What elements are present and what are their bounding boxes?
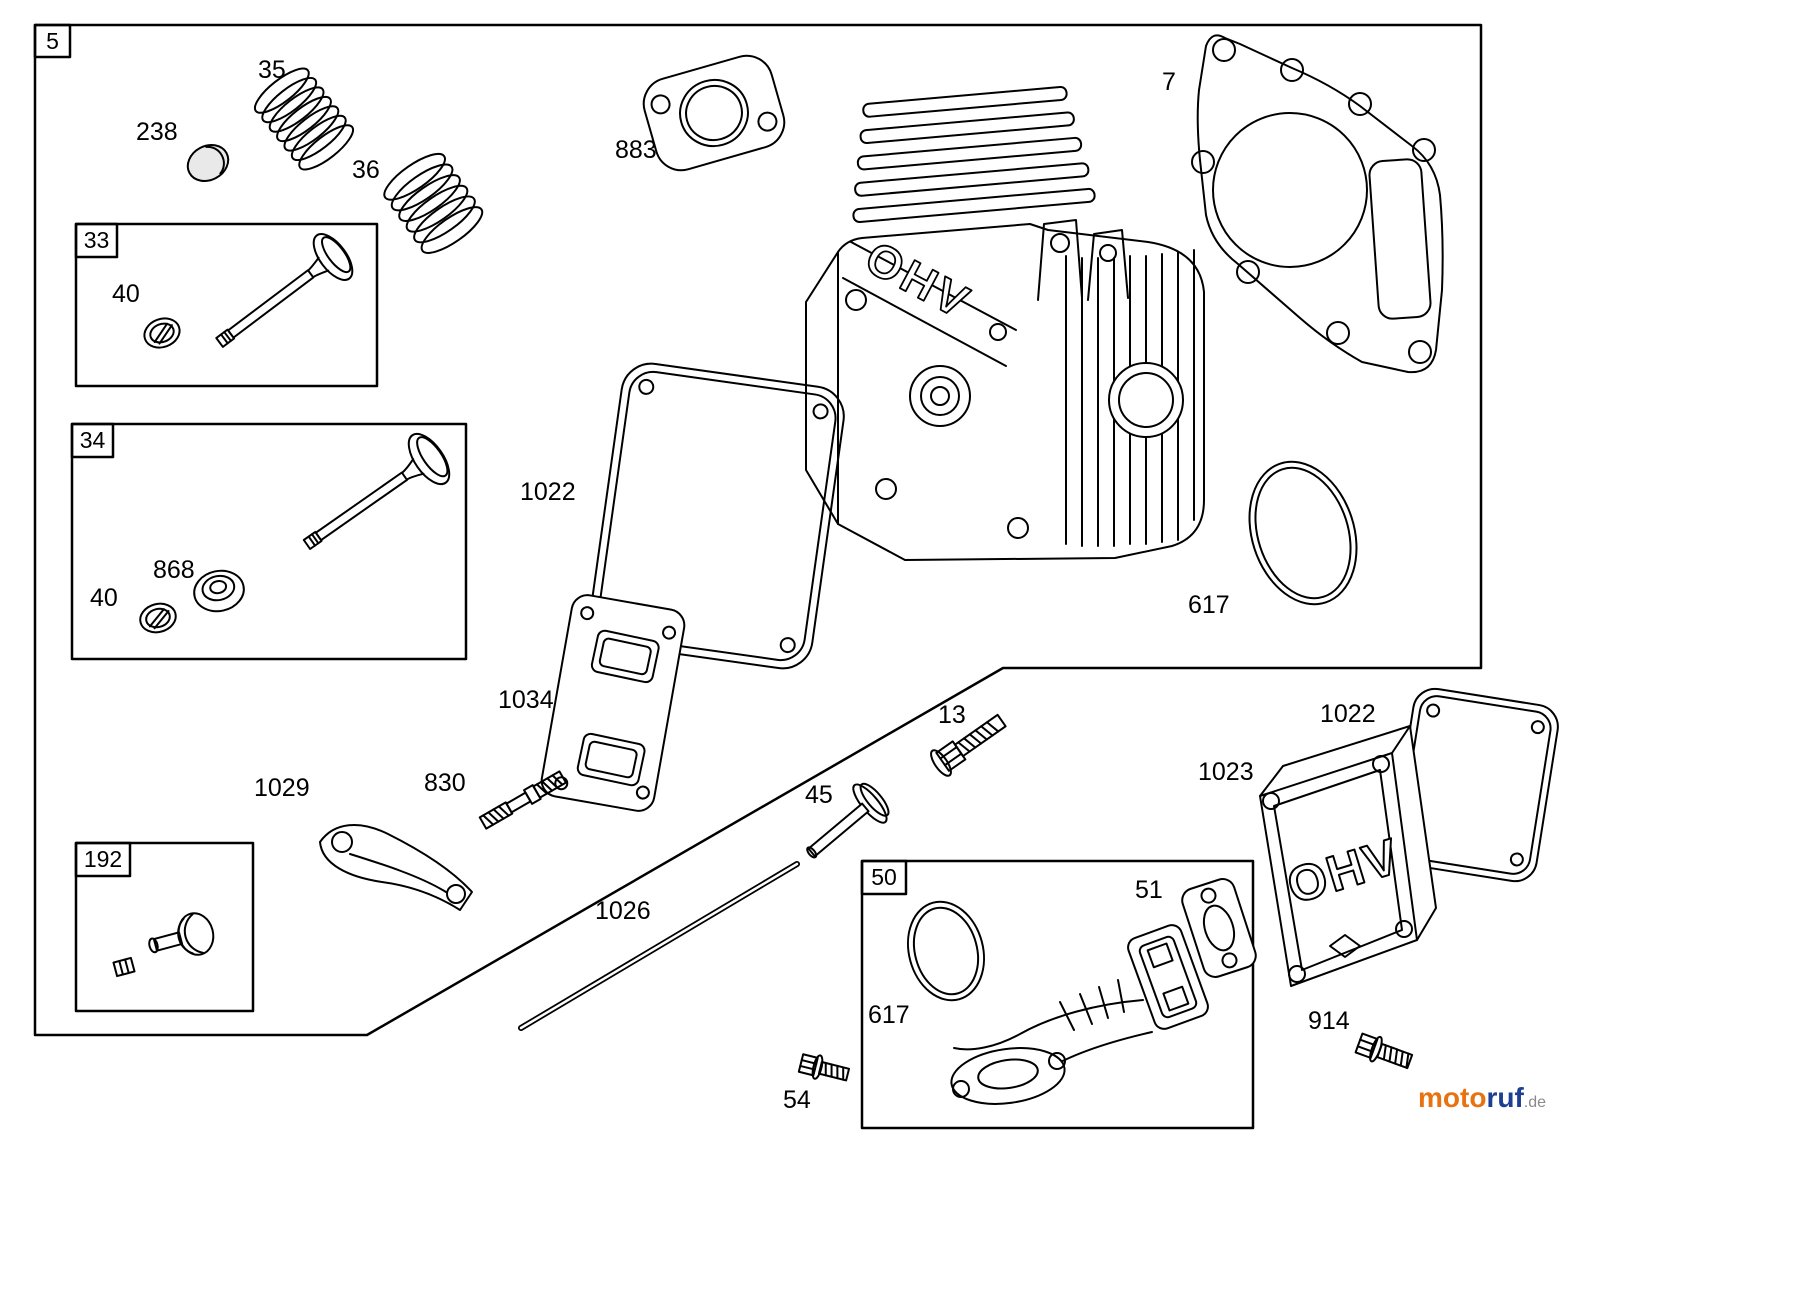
part-label-1026: 1026 [595, 897, 651, 925]
watermark-brand-left: moto [1418, 1082, 1487, 1113]
group-box-34-tag [70, 422, 115, 459]
group-box-34 [70, 422, 468, 661]
part-54-bolt [797, 1053, 851, 1082]
part-label-617b: 617 [868, 1001, 910, 1029]
part-label-1023: 1023 [1198, 758, 1254, 786]
part-label-617a: 617 [1188, 591, 1230, 619]
watermark-brand-right: ruf [1486, 1082, 1524, 1113]
group-label-5: 5 [46, 27, 59, 54]
part-868-cap [193, 569, 245, 613]
part-label-914: 914 [1308, 1007, 1350, 1035]
part-883-gasket [642, 54, 786, 172]
part-label-1022b: 1022 [1320, 700, 1376, 728]
part-617-oring-small [906, 900, 986, 1002]
part-label-7: 7 [1162, 68, 1176, 96]
part-label-868: 868 [153, 556, 195, 584]
part-192-ball-stud [148, 912, 215, 956]
part-238-cap [186, 144, 230, 182]
part-label-51: 51 [1135, 876, 1163, 904]
part-7-head-gasket [1191, 34, 1444, 374]
part-label-54: 54 [783, 1086, 811, 1114]
part-label-238: 238 [136, 118, 178, 146]
part-label-13: 13 [938, 701, 966, 729]
group-box-192 [74, 841, 255, 1013]
part-label-45: 45 [805, 781, 833, 809]
watermark: motoruf.de [1418, 1082, 1546, 1114]
part-1034-plate [540, 594, 686, 812]
part-valve-exhaust [302, 432, 451, 550]
watermark-domain: .de [1523, 1094, 1547, 1111]
part-13-bolt [930, 713, 1007, 777]
part-1023-valve-cover: OHV [1259, 725, 1437, 987]
part-valve-intake [215, 233, 354, 348]
group-box-main-tag [33, 23, 72, 59]
part-label-830: 830 [424, 769, 466, 797]
part-914-bolt [1354, 1032, 1414, 1070]
part-1026-push-rod [518, 861, 800, 1031]
group-label-50: 50 [871, 864, 897, 890]
part-label-36: 36 [352, 156, 380, 184]
group-box-33 [74, 222, 379, 388]
part-192-nut [112, 956, 136, 978]
group-box-main [33, 23, 1483, 1037]
group-box-33-tag [74, 222, 119, 259]
part-830-stud [478, 770, 567, 830]
part-label-35: 35 [258, 56, 286, 84]
part-intake-manifold [950, 924, 1209, 1105]
part-label-1029: 1029 [254, 774, 310, 802]
part-label-883: 883 [615, 136, 657, 164]
group-box-50 [860, 859, 1255, 1130]
part-35-spring [253, 67, 355, 171]
group-box-50-tag [860, 859, 908, 896]
part-617-oring [1248, 460, 1358, 606]
part-1029-rocker-arm [319, 824, 473, 911]
part-cylinder-head: OHV [805, 85, 1205, 561]
part-36-spring [383, 152, 484, 254]
group-box-192-tag [74, 841, 132, 878]
part-45-valve-tappet [806, 782, 890, 859]
part-40-seal-2 [139, 602, 177, 634]
part-51-gasket [1181, 878, 1257, 978]
group-label-33: 33 [83, 227, 110, 253]
group-label-192: 192 [83, 846, 123, 872]
part-40-seal [143, 317, 181, 349]
part-label-40b: 40 [90, 584, 118, 612]
part-label-40a: 40 [112, 280, 140, 308]
group-label-34: 34 [79, 427, 106, 453]
part-label-1034: 1034 [498, 686, 554, 714]
part-label-1022a: 1022 [520, 478, 576, 506]
